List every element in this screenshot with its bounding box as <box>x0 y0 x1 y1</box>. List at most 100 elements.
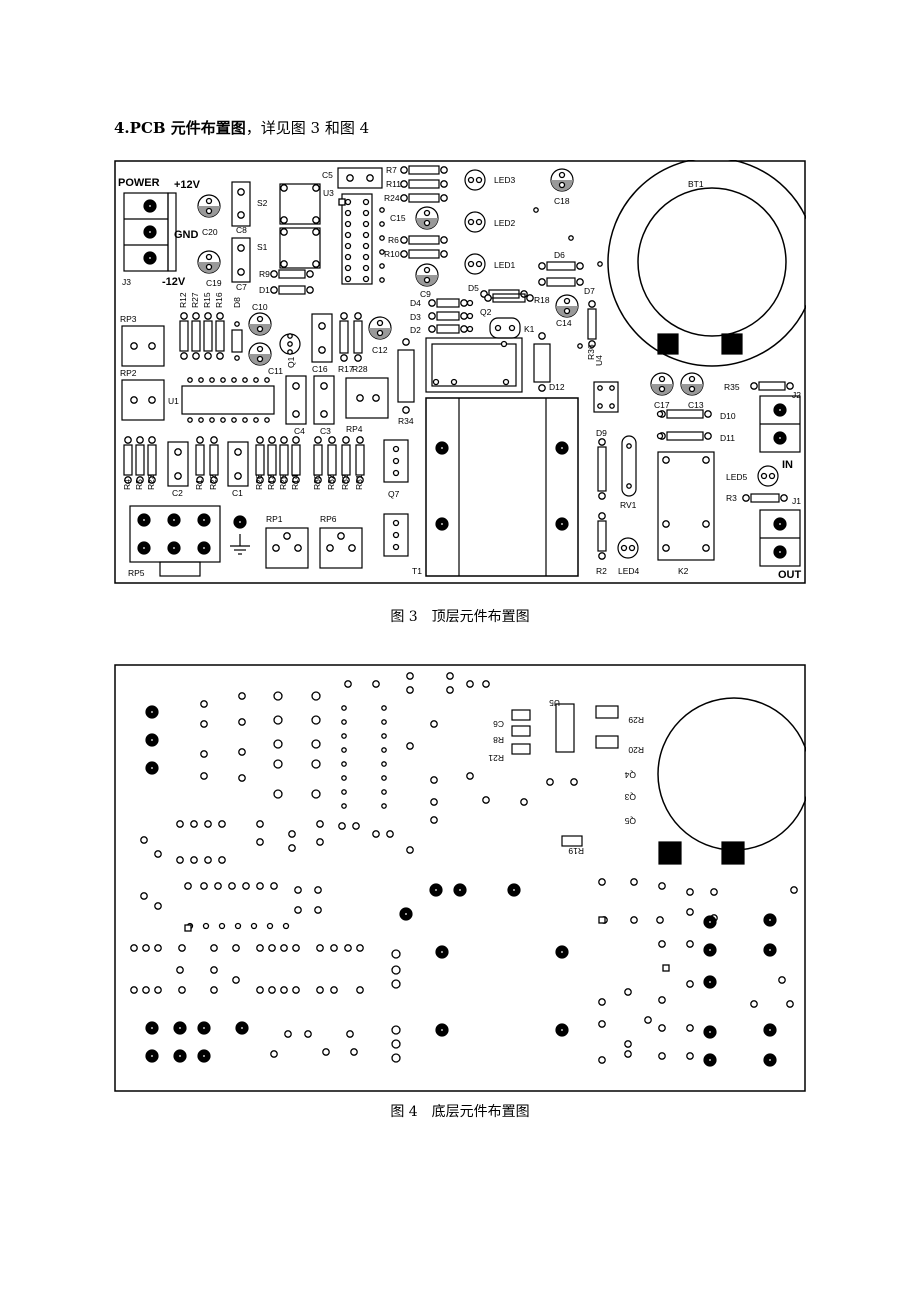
resistor-body <box>597 446 607 492</box>
pad <box>268 436 276 444</box>
component-label: C5 <box>322 170 333 180</box>
pad <box>340 312 348 320</box>
pad <box>688 375 696 383</box>
component-label: BT1 <box>688 179 704 189</box>
component-label: +12V <box>174 179 201 191</box>
component-label: D7 <box>584 286 595 296</box>
pad <box>176 820 184 828</box>
resistor-body <box>750 493 780 503</box>
diode-d12 <box>533 343 551 383</box>
pad <box>628 544 636 552</box>
resistor-body <box>666 409 704 419</box>
component-label: C15 <box>390 213 406 223</box>
pad <box>200 720 208 728</box>
pad <box>520 798 528 806</box>
resistor-body <box>147 444 157 476</box>
pad <box>392 531 400 539</box>
resistor-body <box>278 269 306 279</box>
battery-pad <box>657 333 679 355</box>
pad <box>402 406 410 414</box>
relay-k2 <box>657 451 715 561</box>
pad <box>256 355 264 363</box>
component-label: Q3 <box>624 792 636 802</box>
pad <box>344 264 352 272</box>
pad <box>392 457 400 465</box>
resistor-body <box>492 293 526 303</box>
pad <box>311 789 321 799</box>
pad <box>130 944 138 952</box>
pad <box>526 294 534 302</box>
component-label: D9 <box>596 428 607 438</box>
pad <box>467 218 475 226</box>
pad <box>154 986 162 994</box>
pad <box>460 325 468 333</box>
terminal-tab <box>167 192 177 272</box>
pad <box>624 1040 632 1048</box>
component-label: R11 <box>386 179 401 189</box>
pad <box>268 476 276 484</box>
diode-d8 <box>231 329 243 353</box>
capacitor-c1 <box>227 441 249 487</box>
pad <box>475 260 483 268</box>
smd-r21 <box>511 743 531 755</box>
component-label: C3 <box>320 426 331 436</box>
battery-pad <box>721 333 743 355</box>
pad <box>330 986 338 994</box>
pad <box>273 739 283 749</box>
pad <box>341 789 347 795</box>
pad <box>467 176 475 184</box>
pad <box>362 231 370 239</box>
pad <box>311 739 321 749</box>
component-label: U5 <box>549 698 560 708</box>
pad <box>624 1050 632 1058</box>
component-label: D4 <box>410 298 421 308</box>
pad <box>686 1052 694 1060</box>
pad <box>214 882 222 890</box>
pad <box>292 986 300 994</box>
pad-hole <box>177 1025 183 1031</box>
pad <box>340 354 348 362</box>
resistor-body <box>353 320 363 354</box>
pad <box>656 410 664 418</box>
pad <box>232 944 240 952</box>
component-label: LED3 <box>494 175 516 185</box>
pad <box>598 512 606 520</box>
led-outline <box>617 537 639 559</box>
potentiometer-rp1 <box>265 527 309 569</box>
pad <box>372 680 380 688</box>
pad <box>314 906 322 914</box>
pad <box>268 944 276 952</box>
pad <box>234 448 242 456</box>
pad <box>238 748 246 756</box>
section-heading-rest: ，详见图 3 和图 4 <box>245 119 370 137</box>
pad-hole <box>559 521 565 527</box>
pad-hole <box>559 445 565 451</box>
pad <box>228 882 236 890</box>
resistor-body <box>215 320 225 352</box>
resistor-body <box>255 444 265 476</box>
pad <box>475 218 483 226</box>
pad <box>190 820 198 828</box>
pad <box>312 260 320 268</box>
pad <box>597 385 603 391</box>
pad <box>400 250 408 258</box>
potentiometer-rp4 <box>345 377 389 419</box>
component-label: Q2 <box>480 307 492 317</box>
pad <box>400 194 408 202</box>
component-label: IN <box>782 459 793 471</box>
square-pad <box>662 964 670 972</box>
pad <box>624 988 632 996</box>
pad <box>292 382 300 390</box>
pad-hole <box>433 887 439 893</box>
pad <box>209 377 215 383</box>
pad <box>270 270 278 278</box>
square-pad <box>598 916 606 924</box>
pad <box>205 207 213 215</box>
pad <box>306 286 314 294</box>
pad <box>686 908 694 916</box>
pad <box>218 856 226 864</box>
component-label: RP1 <box>266 514 283 524</box>
pad <box>210 966 218 974</box>
pad-hole <box>237 519 243 525</box>
